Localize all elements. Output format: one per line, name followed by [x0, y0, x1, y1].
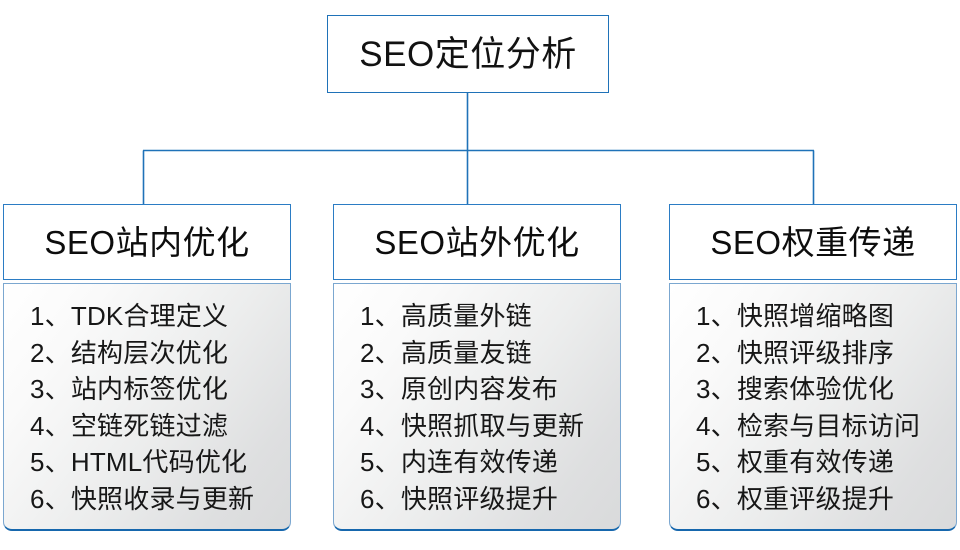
list-item: 6、快照评级提升	[360, 483, 559, 514]
branch-column-3: SEO权重传递 1、快照增缩略图 2、快照评级排序 3、搜索体验优化 4、检索与…	[669, 204, 957, 531]
list-item: 3、站内标签优化	[30, 374, 229, 404]
branch-header-2[interactable]: SEO站外优化	[333, 204, 621, 280]
list-item: 2、结构层次优化	[30, 337, 229, 368]
branch-body-1: 1、TDK合理定义 2、结构层次优化 3、站内标签优化 4、空链死链过滤 5、H…	[3, 283, 291, 531]
list-item: 2、快照评级排序	[696, 337, 895, 368]
branch-header-label-2: SEO站外优化	[374, 223, 580, 261]
list-item: 5、权重有效传递	[696, 447, 895, 477]
branch-column-1: SEO站内优化 1、TDK合理定义 2、结构层次优化 3、站内标签优化 4、空链…	[3, 204, 291, 531]
branch-body-2: 1、高质量外链 2、高质量友链 3、原创内容发布 4、快照抓取与更新 5、内连有…	[333, 283, 621, 531]
branch-item-list-2: 1、高质量外链 2、高质量友链 3、原创内容发布 4、快照抓取与更新 5、内连有…	[334, 298, 620, 517]
branch-header-3[interactable]: SEO权重传递	[669, 204, 957, 280]
list-item: 6、快照收录与更新	[30, 483, 255, 514]
list-item: 4、快照抓取与更新	[360, 410, 585, 441]
branch-item-list-3: 1、快照增缩略图 2、快照评级排序 3、搜索体验优化 4、检索与目标访问 5、权…	[670, 298, 956, 517]
branch-item-list-1: 1、TDK合理定义 2、结构层次优化 3、站内标签优化 4、空链死链过滤 5、H…	[4, 298, 290, 517]
root-node-label: SEO定位分析	[359, 34, 577, 74]
list-item: 3、原创内容发布	[360, 374, 559, 404]
list-item: 4、空链死链过滤	[30, 410, 229, 441]
branch-header-1[interactable]: SEO站内优化	[3, 204, 291, 280]
branch-header-label-1: SEO站内优化	[44, 223, 250, 261]
list-item: 4、检索与目标访问	[696, 410, 921, 441]
list-item: 6、权重评级提升	[696, 483, 895, 514]
list-item: 1、快照增缩略图	[696, 301, 895, 331]
list-item: 5、内连有效传递	[360, 447, 559, 477]
root-node-seo-positioning[interactable]: SEO定位分析	[327, 15, 609, 93]
branch-header-label-3: SEO权重传递	[710, 223, 916, 261]
list-item: 1、TDK合理定义	[30, 301, 229, 331]
list-item: 5、HTML代码优化	[30, 447, 248, 477]
list-item: 2、高质量友链	[360, 337, 532, 368]
branch-body-3: 1、快照增缩略图 2、快照评级排序 3、搜索体验优化 4、检索与目标访问 5、权…	[669, 283, 957, 531]
list-item: 1、高质量外链	[360, 301, 532, 331]
list-item: 3、搜索体验优化	[696, 374, 895, 404]
branch-column-2: SEO站外优化 1、高质量外链 2、高质量友链 3、原创内容发布 4、快照抓取与…	[333, 204, 621, 531]
